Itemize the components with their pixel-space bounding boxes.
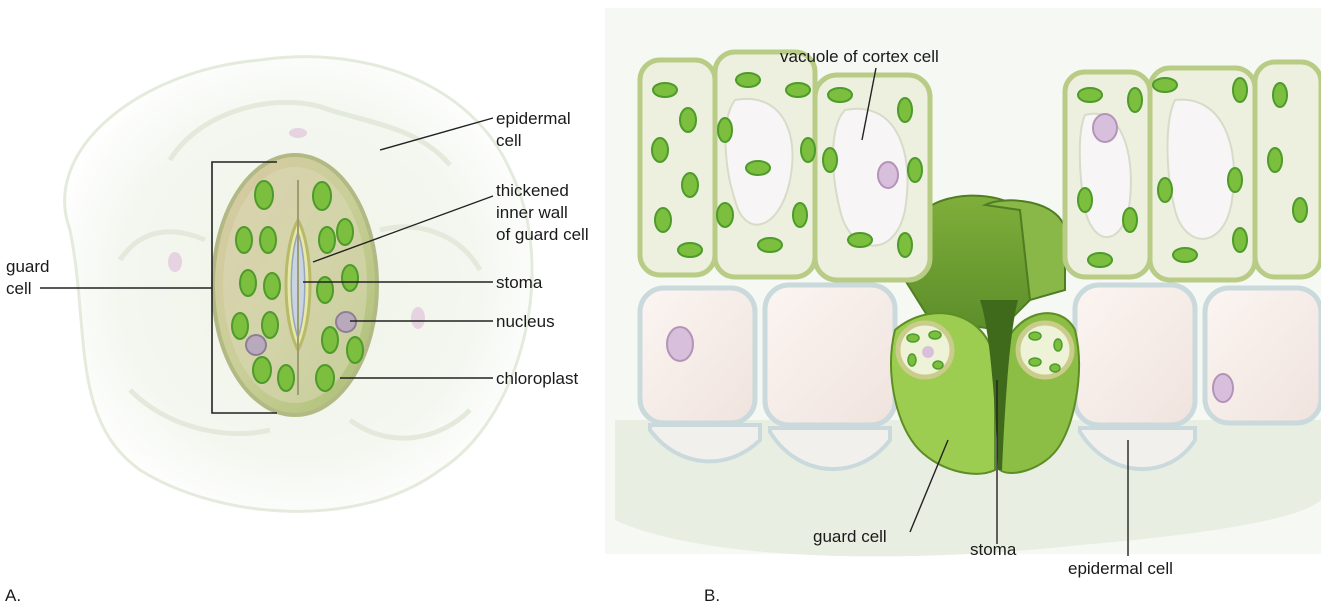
- label-thickened-wall-line2: inner wall: [496, 203, 568, 222]
- label-guard-cell-a-line1: guard: [6, 257, 49, 276]
- cortex-nucleus: [1093, 114, 1117, 142]
- panel-b: vacuole of cortex cell guard cell stoma …: [605, 8, 1321, 605]
- label-thickened-wall-line3: of guard cell: [496, 225, 589, 244]
- label-thickened-wall-line1: thickened: [496, 181, 569, 200]
- guard-cell-nucleus: [336, 312, 356, 332]
- label-epidermal-cell-a-line2: cell: [496, 131, 522, 150]
- label-guard-cell-a-line2: cell: [6, 279, 32, 298]
- epidermal-nucleus-b: [1213, 374, 1233, 402]
- label-guard-cell-b: guard cell: [813, 527, 887, 546]
- panel-a: epidermal cell thickened inner wall of g…: [5, 57, 589, 605]
- panel-b-letter: B.: [704, 586, 720, 605]
- label-epidermal-cell-b: epidermal cell: [1068, 559, 1173, 578]
- epidermal-nucleus: [289, 128, 307, 138]
- label-stoma-b: stoma: [970, 540, 1017, 559]
- epidermal-nucleus: [411, 307, 425, 329]
- epidermal-nucleus-b: [667, 327, 693, 361]
- epidermal-nucleus: [168, 252, 182, 272]
- panel-a-letter: A.: [5, 586, 21, 605]
- label-chloroplast: chloroplast: [496, 369, 578, 388]
- label-stoma-a: stoma: [496, 273, 543, 292]
- label-epidermal-cell-a-line1: epidermal: [496, 109, 571, 128]
- guard-cell-pair: [213, 155, 377, 415]
- label-nucleus: nucleus: [496, 312, 555, 331]
- cortex-nucleus: [878, 162, 898, 188]
- guard-cell-nucleus: [246, 335, 266, 355]
- label-vacuole-of-cortex-cell: vacuole of cortex cell: [780, 47, 939, 66]
